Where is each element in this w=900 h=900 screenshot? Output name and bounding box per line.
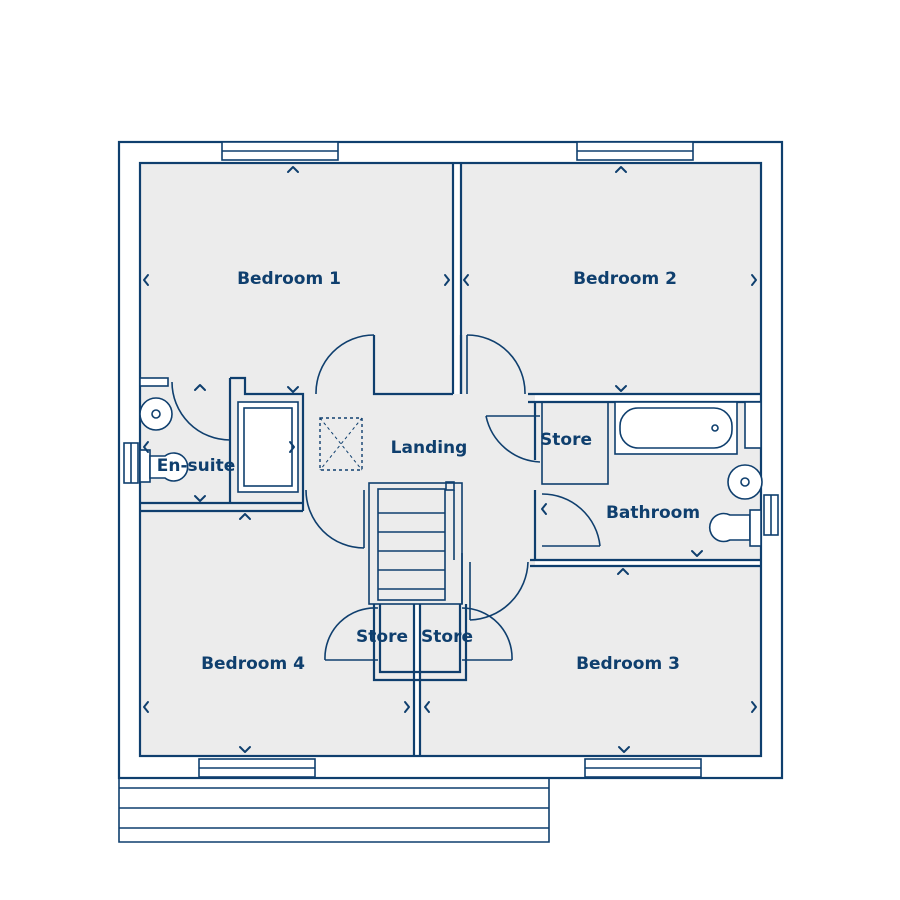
room-label-bedroom-4: Bedroom 4 (201, 654, 305, 674)
bedroom-1-floor (140, 163, 453, 394)
outer-wall (117, 140, 784, 780)
loft-hatch (319, 417, 363, 471)
room-label-bathroom: Bathroom (605, 503, 701, 523)
staircase (368, 481, 463, 605)
room-label-bedroom-2: Bedroom 2 (573, 269, 677, 289)
ensuite-fixtures (139, 377, 299, 493)
windows (123, 141, 779, 778)
room-label-bedroom-1: Bedroom 1 (237, 269, 341, 289)
room-label-store-left: Store (356, 627, 408, 647)
door-swings (171, 334, 601, 661)
room-label-store-mid: Store (421, 627, 473, 647)
store-right-box (541, 401, 609, 485)
external-deck (118, 778, 550, 843)
dimension-markers (143, 166, 757, 753)
bathroom-fixtures (614, 401, 763, 547)
room-label-store-right: Store (540, 430, 592, 450)
room-label-ensuite: En-suite (156, 456, 236, 476)
room-label-landing: Landing (390, 438, 468, 458)
room-label-bedroom-3: Bedroom 3 (576, 654, 680, 674)
